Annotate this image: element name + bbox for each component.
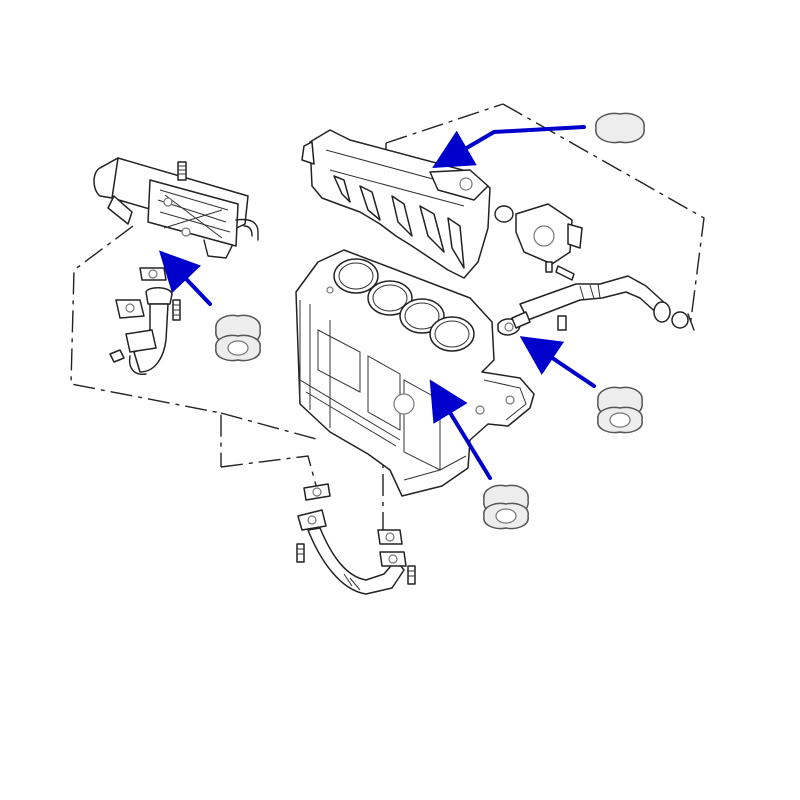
engine-block <box>295 249 535 497</box>
arrow-to-manifold <box>432 125 586 169</box>
egr-pipe-right <box>497 275 695 336</box>
egr-gasket-left <box>215 334 261 362</box>
egr-gasket-right <box>597 406 643 434</box>
egr-blanking-plate-top <box>595 112 645 144</box>
egr-pipe-left <box>109 267 181 375</box>
egr-gasket-bottom <box>483 502 529 530</box>
arrow-to-egr-cooler <box>158 250 212 306</box>
egr-pipe-lower <box>296 483 416 595</box>
arrow-to-egr-pipe-right <box>519 336 596 388</box>
egr-cooler <box>93 157 259 259</box>
arrow-to-engine-block <box>429 379 492 480</box>
pointer-arrows <box>158 125 596 480</box>
